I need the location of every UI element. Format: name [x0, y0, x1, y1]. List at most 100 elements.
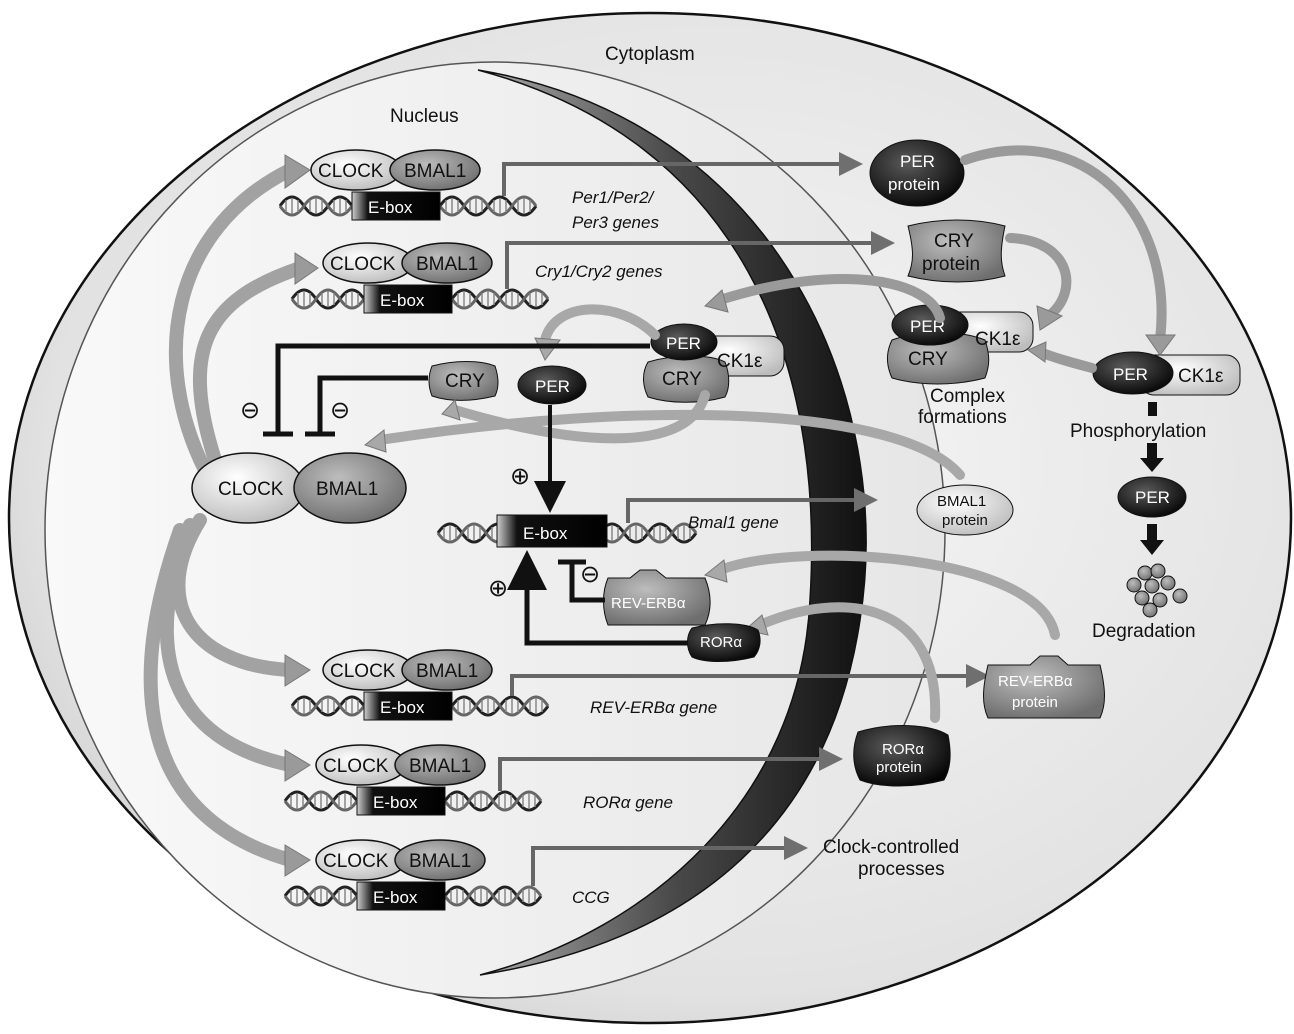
ebox — [356, 881, 446, 911]
minus-sign-2: ⊖ — [330, 397, 350, 424]
complex-per-label: PER — [910, 317, 945, 336]
degradation-particles — [1126, 563, 1188, 618]
ebox — [356, 786, 446, 816]
plus-sign-1: ⊕ — [510, 463, 530, 490]
clock-label: CLOCK — [318, 161, 384, 182]
clock-label: CLOCK — [330, 661, 396, 682]
degradation-label: Degradation — [1092, 621, 1196, 642]
free-per-label: PER — [535, 377, 570, 396]
nuclear-gray-arrows — [375, 304, 1060, 723]
ror-protein-line1: RORα — [882, 741, 924, 758]
cytoplasm-arrows — [715, 145, 1167, 373]
ccg-output-line1: Clock-controlled — [823, 837, 959, 858]
rev-erb-label: REV-ERBα — [611, 595, 686, 612]
bmal1-protein — [401, 242, 493, 284]
nuclear-ck1e-label: CK1ε — [717, 351, 763, 372]
per-protein-line2: protein — [888, 175, 940, 194]
per-protein: PER protein — [869, 139, 965, 207]
minus-sign-3: ⊖ — [580, 561, 600, 588]
gene-row-reverb: CLOCK BMAL1 E-box — [290, 649, 990, 721]
nuclear-cry-label: CRY — [662, 369, 702, 390]
reverb-gene-label: REV-ERBα gene — [590, 698, 717, 717]
bmal1-ebox-label: E-box — [523, 524, 568, 543]
complex-ck1e-label: CK1ε — [975, 329, 1021, 350]
bmal1-protein-line2: protein — [942, 512, 988, 529]
gene-row-ccg: CLOCK BMAL1 E-box — [283, 836, 808, 911]
phosphorylation-label: Phosphorylation — [1070, 421, 1206, 442]
bmal1-protein-line1: BMAL1 — [937, 493, 986, 510]
bmal1-label: BMAL1 — [404, 161, 466, 182]
bmal1-protein — [394, 839, 486, 881]
cytoplasm-arrowheads — [703, 289, 1176, 363]
complex-caption-1: Complex — [930, 386, 1005, 407]
bmal1-label: BMAL1 — [416, 661, 478, 682]
reverb-protein: REV-ERBα protein — [983, 655, 1105, 719]
bmal1-label: BMAL1 — [416, 254, 478, 275]
gene-row-cry: CLOCK BMAL1 E-box — [290, 231, 895, 314]
reverb-protein-line1: REV-ERBα — [998, 673, 1073, 690]
per-protein-line1: PER — [900, 152, 935, 171]
cytoplasm-complex: PER CRY CK1ε Complex formations — [887, 304, 1034, 428]
bmal1-protein — [394, 744, 486, 786]
ror-protein-line2: protein — [876, 759, 922, 776]
cytoplasm-label: Cytoplasm — [605, 44, 695, 65]
ror-label: RORα — [700, 634, 742, 651]
nuclear-gray-arrowheads — [363, 337, 769, 636]
ebox-label: E-box — [373, 888, 418, 907]
clock-label: CLOCK — [323, 851, 389, 872]
ccg-output-line2: processes — [858, 859, 945, 880]
clock-label: CLOCK — [330, 254, 396, 275]
rev-inhibition — [558, 559, 605, 603]
ebox-label: E-box — [380, 291, 425, 310]
activation-arrows — [143, 163, 307, 867]
phospho-stem — [1148, 402, 1157, 416]
ror-gene-label: RORα gene — [583, 793, 673, 812]
ccg-label: CCG — [572, 888, 610, 907]
cry-protein: CRY protein — [907, 219, 1006, 283]
free-cry-label: CRY — [445, 371, 485, 392]
phospho-per-label: PER — [1113, 365, 1148, 384]
nuclear-per-label: PER — [666, 334, 701, 353]
nuclear-complex: PER CRY CK1ε — [643, 323, 785, 403]
gene-row-per: CLOCK BMAL1 E-box — [278, 149, 863, 221]
clock-label: CLOCK — [323, 756, 389, 777]
phospho-ck1e-label: CK1ε — [1178, 366, 1224, 387]
phospho-per: PER — [1117, 476, 1187, 518]
complex-caption-2: formations — [918, 407, 1007, 428]
clock-bmal1-heterodimer: CLOCK BMAL1 — [191, 452, 407, 524]
bmal1-gene: E-box — [436, 488, 878, 548]
complex-cry-label: CRY — [908, 349, 948, 370]
bmal1-protein — [389, 149, 481, 191]
cry-protein-line2: protein — [922, 254, 980, 275]
bmal1-gene-label: Bmal1 gene — [688, 513, 779, 532]
activation-arrowheads — [284, 154, 319, 877]
nucleus-label: Nucleus — [390, 106, 459, 127]
heterodimer-bmal-label: BMAL1 — [316, 479, 378, 500]
phospho-complex: PER CK1ε — [1092, 351, 1241, 396]
phospho-arrow-1 — [1140, 443, 1164, 472]
ebox-label: E-box — [368, 198, 413, 217]
free-cry: CRY — [428, 361, 499, 401]
ebox-label: E-box — [373, 793, 418, 812]
ebox-label: E-box — [380, 698, 425, 717]
per-gene-label-2: Per3 genes — [572, 213, 659, 232]
ror-protein: RORα protein — [853, 725, 951, 787]
ror-activation — [507, 550, 688, 646]
bmal1-label: BMAL1 — [409, 851, 471, 872]
bmal1-protein — [401, 649, 493, 691]
rev-erb-regulator: REV-ERBα — [603, 569, 711, 626]
free-per: PER — [517, 365, 587, 405]
minus-sign-1: ⊖ — [240, 397, 260, 424]
phospho-arrow-2 — [1140, 524, 1164, 555]
ebox — [363, 691, 453, 721]
phospho-per2-label: PER — [1135, 488, 1170, 507]
plus-sign-2: ⊕ — [488, 575, 508, 602]
per-gene-label-1: Per1/Per2/ — [572, 188, 656, 207]
bmal1-cyt-protein: BMAL1 protein — [916, 484, 1014, 536]
heterodimer-clock-label: CLOCK — [218, 479, 284, 500]
cry-gene-label: Cry1/Cry2 genes — [535, 262, 663, 281]
ror-regulator: RORα — [687, 623, 761, 662]
bmal1-label: BMAL1 — [409, 756, 471, 777]
gene-row-ror: CLOCK BMAL1 E-box — [283, 744, 843, 816]
